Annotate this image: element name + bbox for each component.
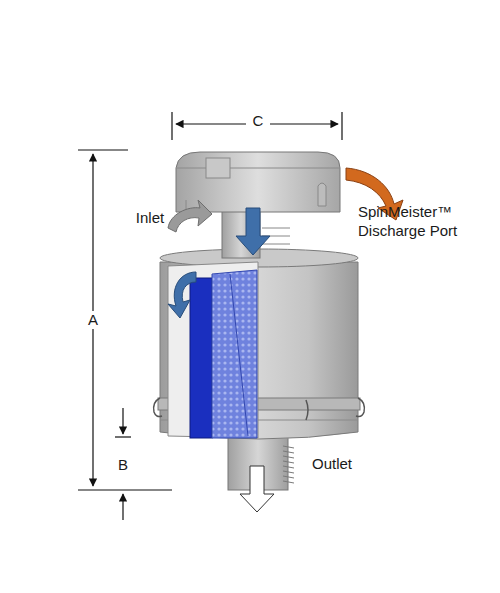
- dimension-b: [115, 408, 131, 520]
- flow-label: Inlet: [136, 209, 164, 228]
- swirl-arrow: [168, 272, 196, 318]
- thread-line: [283, 456, 294, 458]
- dimension-a: [78, 150, 172, 490]
- dimension-label: B: [116, 456, 130, 475]
- dimension-c: [172, 112, 342, 140]
- flow-label: Outlet: [312, 455, 352, 474]
- cutaway: [168, 262, 258, 438]
- thread-line: [283, 481, 294, 483]
- thread-line: [283, 471, 294, 473]
- dimension-label: A: [86, 311, 100, 330]
- housing-body: [158, 249, 360, 439]
- flow-arrow-down: [236, 208, 270, 255]
- thread-line: [283, 461, 294, 463]
- filter-element: [190, 278, 212, 438]
- thread-line: [283, 451, 294, 453]
- mesh-screen: [212, 270, 257, 438]
- thread-line: [283, 476, 294, 478]
- port-label: SpinMeister™ Discharge Port: [358, 203, 478, 241]
- inlet-arrow: [168, 200, 212, 232]
- outlet-arrow: [240, 466, 274, 512]
- thread-line: [283, 446, 294, 448]
- dimension-label: C: [251, 112, 266, 131]
- thread-line: [283, 466, 294, 468]
